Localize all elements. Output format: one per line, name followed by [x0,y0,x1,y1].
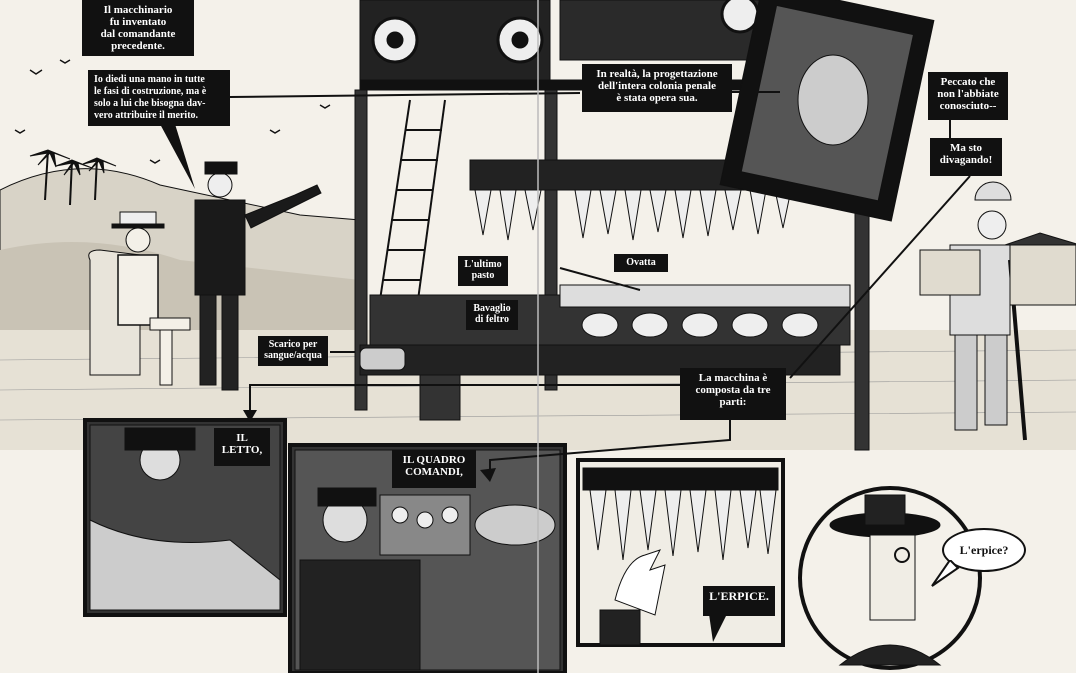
panel-harrow [576,458,785,647]
caption-harrow: L'ERPICE. [703,586,775,616]
seated-man [88,211,191,386]
speech-tail [931,560,960,587]
caption-inventor: Il macchinario fu inventato dal comandan… [82,0,194,56]
caption-helped: Io diedi una mano in tutte le fasi di co… [88,70,230,126]
palm-trees [29,149,117,206]
speech-question-text: L'erpice? [959,542,1009,557]
caption-bed: IL LETTO, [214,428,270,466]
panel-bed [83,418,287,617]
label-last-meal: L'ultimo pasto [458,256,508,286]
caption-digress: Ma sto divagando! [930,138,1002,176]
harrow-caption-tail [709,614,727,642]
label-wadding: Ovatta [614,254,668,272]
caption-control: IL QUADRO COMANDI, [392,450,476,488]
caption-pity: Peccato che non l'abbiate conosciuto-- [928,72,1008,120]
huts [919,232,1076,306]
officer [194,161,322,391]
caption-design: In realtà, la progettazione dell'intera … [582,64,732,112]
caption-tail [160,124,195,189]
label-gag: Bavaglio di feltro [466,300,518,330]
portrait [719,0,935,222]
caption-three-parts: La macchina è composta da tre parti: [680,368,786,420]
connector-lines [229,91,971,470]
label-drain: Scarico per sangue/acqua [258,336,328,366]
panel-spectator [798,486,982,670]
birds [14,59,331,164]
